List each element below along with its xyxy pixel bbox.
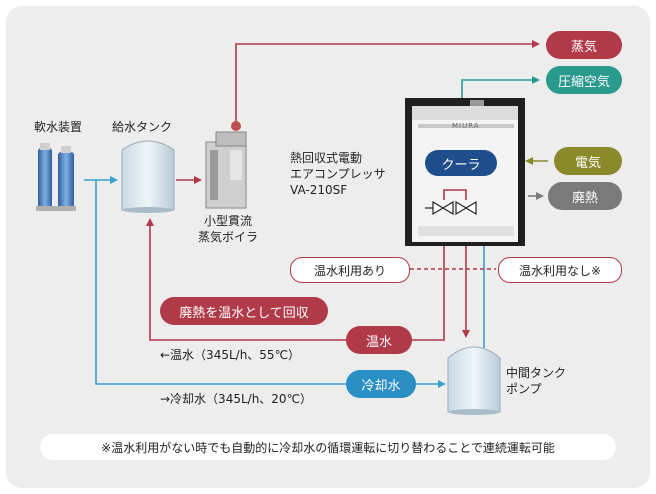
hot-water-label: 温水 [365, 334, 392, 350]
steam-label: 蒸気 [570, 39, 597, 55]
waste-heat-output-pill: 廃熱 [548, 182, 622, 210]
compressor-icon [405, 98, 525, 246]
cooling-line [95, 180, 446, 388]
valve-icon [425, 189, 477, 216]
mode-with-hot-water-label: 温水利用あり [313, 263, 386, 278]
recovery-pill: 廃熱を温水として回収 [160, 297, 328, 325]
boiler-label-line1: 小型貫流 [204, 214, 253, 228]
cooler-label: クーラ [441, 157, 481, 173]
cooling-water-spec: →冷却水（345L/h、20℃） [160, 392, 313, 406]
compressed-air-output-pill: 圧縮空気 [546, 66, 622, 94]
mode-with-hot-water: 温水利用あり [290, 257, 410, 283]
electricity-label: 電気 [574, 155, 601, 171]
feed-tank-icon [121, 140, 175, 213]
compressor-label-line1: 熱回収式電動 [290, 151, 363, 165]
compressor-label-line2: エアコンプレッサ [290, 167, 386, 181]
diagram-panel [6, 6, 650, 488]
water-softener-icon [36, 143, 76, 211]
recovery-label: 廃熱を温水として回収 [179, 305, 309, 321]
cooling-water-label: 冷却水 [361, 378, 401, 394]
steam-output-pill: 蒸気 [546, 31, 622, 59]
mode-without-hot-water: 温水利用なし※ [498, 257, 622, 283]
mode-without-hot-water-label: 温水利用なし※ [518, 263, 602, 278]
cooling-water-pill: 冷却水 [346, 370, 416, 398]
feed-tank-label: 給水タンク [112, 120, 173, 134]
boiler-icon [205, 121, 247, 209]
air-line [461, 76, 540, 100]
mid-tank-label-line2: ポンプ [506, 382, 542, 396]
boiler-label-line2: 蒸気ボイラ [198, 230, 259, 244]
waste-heat-label: 廃熱 [571, 190, 598, 206]
mid-tank-label-line1: 中間タンク [506, 366, 567, 380]
cooler-pill: クーラ [425, 150, 497, 176]
brand-logo: MIURA [452, 122, 480, 130]
compressor-model: VA-210SF [290, 183, 348, 197]
electricity-input-pill: 電気 [554, 147, 622, 175]
steam-line [235, 40, 540, 128]
mid-tank-icon [447, 346, 501, 415]
hot-water-pill: 温水 [346, 326, 412, 354]
compressed-air-label: 圧縮空気 [557, 74, 610, 90]
hot-water-line [146, 200, 445, 341]
footnote-text: ※温水利用がない時でも自動的に冷却水の循環運転に切り替わることで連続運転可能 [101, 440, 555, 455]
hot-water-spec: ←温水（345L/h、55℃） [160, 348, 301, 362]
footnote: ※温水利用がない時でも自動的に冷却水の循環運転に切り替わることで連続運転可能 [40, 434, 616, 460]
softener-label: 軟水装置 [34, 120, 83, 134]
